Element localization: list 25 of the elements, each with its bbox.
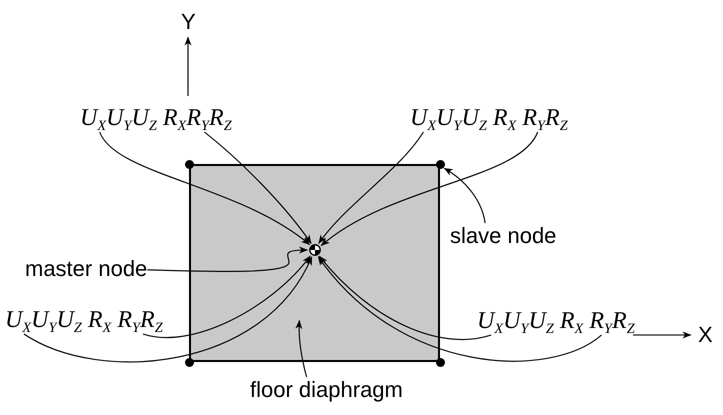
- callout-label: floor diaphragm: [250, 377, 403, 402]
- dof-arrow: [142, 256, 311, 338]
- floor-slab: [189, 164, 440, 362]
- leader-line: [296, 320, 308, 378]
- dof-arrow: [320, 132, 538, 246]
- dof-arrow: [318, 256, 602, 362]
- dof-arrow: [318, 256, 492, 340]
- axis-label: X: [698, 324, 713, 346]
- master-node-icon: [308, 244, 321, 256]
- dof-arrow: [318, 132, 424, 244]
- dof-label: U$_{X}$U$_{Y}$U$_{Z}$ R$_{X}$ R$_{Y}$R$_{Z}$: [5, 306, 163, 334]
- node-dot-icon: [436, 160, 444, 168]
- dof-label: U$_{X}$U$_{Y}$U$_{Z}$ R$_{X}$ R$_{Y}$R$_{Z}$: [477, 307, 635, 335]
- callout-label: slave node: [450, 223, 556, 248]
- dof-arrow: [24, 256, 312, 362]
- leader-line: [444, 168, 486, 224]
- node-dot-icon: [184, 160, 194, 168]
- dof-label: U$_{X}$U$_{Y}$U$_{Z}$ R$_{X}$R$_{Y}$R$_{Z}$: [80, 104, 232, 132]
- axis-label: Y: [181, 11, 196, 33]
- dof-label: U$_{X}$U$_{Y}$U$_{Z}$ R$_{X}$ R$_{Y}$R$_{Z}$: [410, 104, 568, 132]
- dof-arrow: [99, 132, 310, 246]
- dof-arrow: [204, 132, 312, 244]
- callout-label: master node: [25, 256, 148, 281]
- node-dot-icon: [184, 358, 194, 366]
- leader-line: [147, 246, 308, 272]
